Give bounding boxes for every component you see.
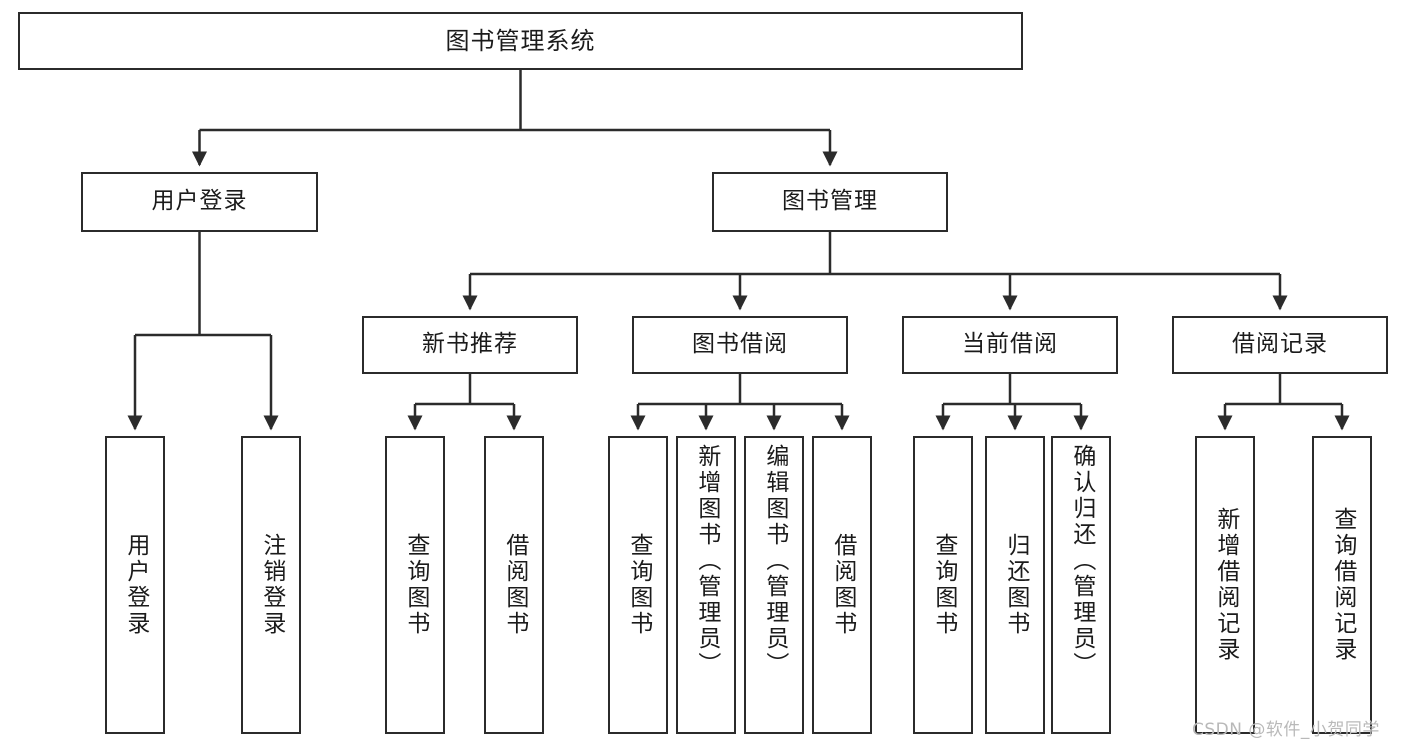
node-leaf-confirm-return-admin[interactable]: 确认归还（管理员） [1051, 436, 1111, 734]
csdn-watermark: CSDN @软件_小贺同学 [1192, 720, 1380, 740]
node-leaf-user-login[interactable]: 用户登录 [105, 436, 165, 734]
node-leaf-logout[interactable]: 注销登录 [241, 436, 301, 734]
node-leaf-add-borrow-record[interactable]: 新增借阅记录 [1195, 436, 1255, 734]
node-book-manage[interactable]: 图书管理 [712, 172, 948, 232]
node-new-book-recommend[interactable]: 新书推荐 [362, 316, 578, 374]
node-borrow-record[interactable]: 借阅记录 [1172, 316, 1388, 374]
node-leaf-borrow-book-rec[interactable]: 借阅图书 [484, 436, 544, 734]
node-leaf-query-book-current[interactable]: 查询图书 [913, 436, 973, 734]
node-leaf-query-book-rec[interactable]: 查询图书 [385, 436, 445, 734]
node-leaf-borrow-book[interactable]: 借阅图书 [812, 436, 872, 734]
node-leaf-query-book-borrow[interactable]: 查询图书 [608, 436, 668, 734]
node-root-system[interactable]: 图书管理系统 [18, 12, 1023, 70]
node-book-borrow[interactable]: 图书借阅 [632, 316, 848, 374]
node-leaf-edit-book-admin[interactable]: 编辑图书（管理员） [744, 436, 804, 734]
node-leaf-query-borrow-record[interactable]: 查询借阅记录 [1312, 436, 1372, 734]
node-leaf-return-book[interactable]: 归还图书 [985, 436, 1045, 734]
node-current-borrow[interactable]: 当前借阅 [902, 316, 1118, 374]
node-user-login[interactable]: 用户登录 [81, 172, 318, 232]
node-leaf-add-book-admin[interactable]: 新增图书（管理员） [676, 436, 736, 734]
